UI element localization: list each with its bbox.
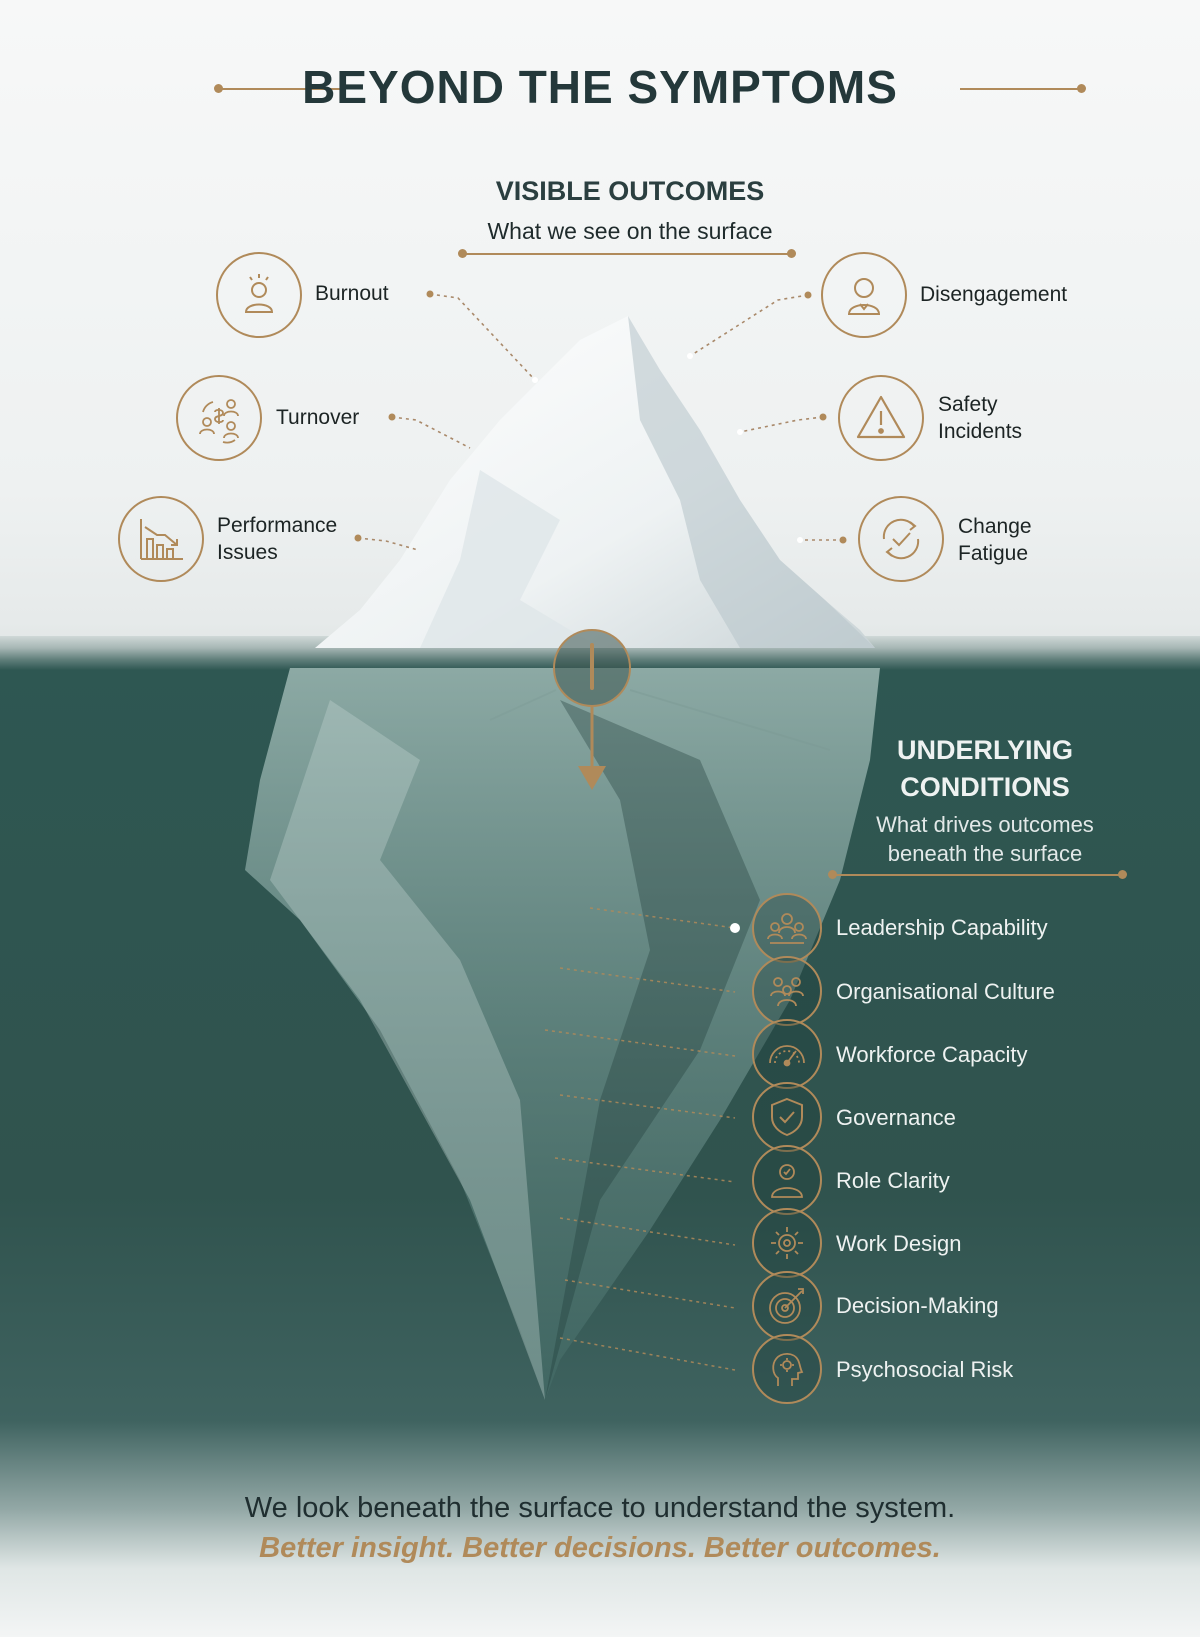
person-badge-icon — [752, 1145, 822, 1215]
underlying-item-culture: Organisational Culture — [836, 979, 1055, 1004]
underlying-item-governance: Governance — [836, 1105, 956, 1130]
target-icon — [752, 1271, 822, 1341]
visible-item-turnover: Turnover — [276, 406, 360, 429]
underlying-item-leadership: Leadership Capability — [836, 915, 1048, 940]
team-leader-icon — [752, 893, 822, 963]
footer-statement: We look beneath the surface to understan… — [244, 1492, 956, 1524]
underlying-item-role-clarity: Role Clarity — [836, 1168, 950, 1193]
underlying-rule-dot-right — [1118, 870, 1127, 879]
group-people-icon — [752, 956, 822, 1026]
title-rule-left — [218, 88, 340, 90]
visible-rule — [462, 253, 792, 255]
visible-item-burnout: Burnout — [315, 282, 389, 305]
burnout-icon — [216, 252, 302, 338]
underlying-item-decision-making: Decision-Making — [836, 1293, 999, 1318]
visible-item-change-fatigue: Change Fatigue — [958, 515, 1032, 565]
underlying-item-work-design: Work Design — [836, 1231, 962, 1256]
footer-tagline: Better insight. Better decisions. Better… — [259, 1532, 941, 1564]
underlying-subheading: What drives outcomes beneath the surface — [876, 812, 1094, 866]
gear-design-icon — [752, 1208, 822, 1278]
cycle-check-icon — [858, 496, 944, 582]
underlying-heading: UNDERLYING CONDITIONS — [896, 735, 1074, 802]
visible-item-performance-issues: Performance Issues — [217, 514, 338, 564]
declining-chart-icon — [118, 496, 204, 582]
visible-heading: VISIBLE OUTCOMES — [495, 176, 765, 206]
visible-subheading: What we see on the surface — [487, 218, 773, 244]
underlying-item-workforce: Workforce Capacity — [836, 1042, 1028, 1067]
visible-rule-dot-right — [787, 249, 796, 258]
iceberg-submerged — [245, 668, 880, 1400]
title-dot-right — [1077, 84, 1086, 93]
title-rule-right — [960, 88, 1082, 90]
gauge-icon — [752, 1019, 822, 1089]
page-title: BEYOND THE SYMPTOMS — [302, 61, 898, 113]
down-arrow-icon — [578, 766, 606, 790]
disengaged-person-icon — [821, 252, 907, 338]
warning-triangle-icon — [838, 375, 924, 461]
turnover-icon — [176, 375, 262, 461]
shield-check-icon — [752, 1082, 822, 1152]
visible-rule-dot-left — [458, 249, 467, 258]
title-dot-left — [214, 84, 223, 93]
underlying-rule-dot-left — [828, 870, 837, 879]
head-mind-icon — [752, 1334, 822, 1404]
visible-item-safety-incidents: Safety Incidents — [938, 393, 1023, 443]
visible-item-disengagement: Disengagement — [920, 283, 1068, 306]
underlying-rule — [832, 874, 1122, 876]
underlying-item-psychosocial: Psychosocial Risk — [836, 1357, 1014, 1382]
